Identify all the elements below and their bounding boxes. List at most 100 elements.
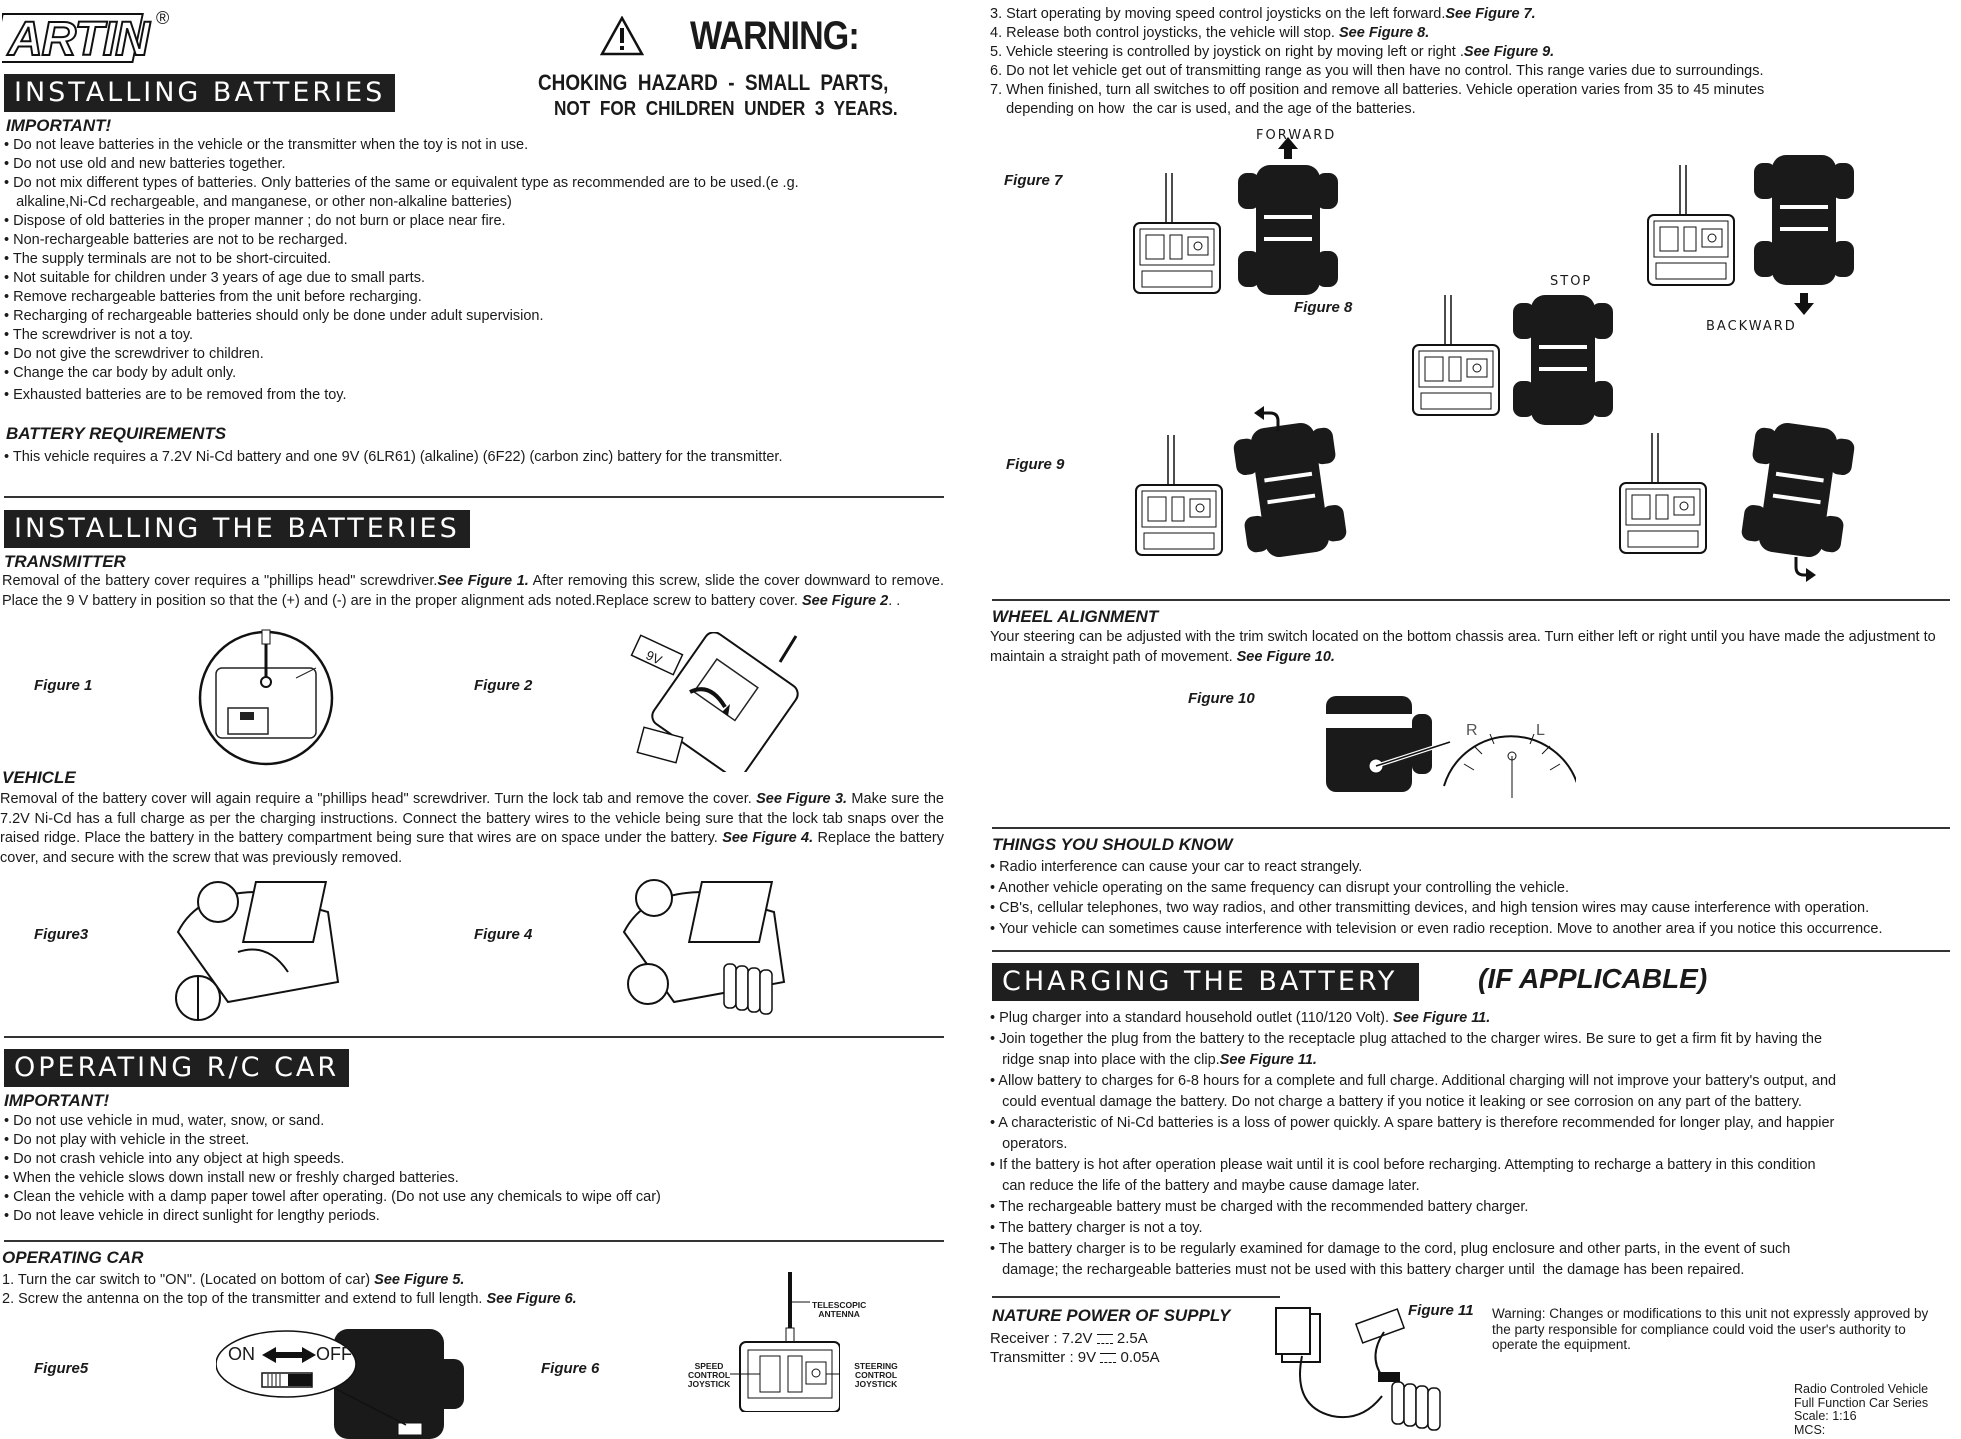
product-series: Full Function Car Series	[1794, 1395, 1929, 1410]
on-label: ON	[228, 1344, 255, 1364]
installing-the-batteries-banner: INSTALLING THE BATTERIES	[4, 510, 470, 548]
divider	[4, 1240, 944, 1242]
battery-requirements-label: BATTERY REQUIREMENTS	[6, 424, 227, 443]
text: Make sure the 7.2V Ni-Cd has a full char…	[0, 791, 944, 846]
figure-reference: See Figure 8.	[1338, 25, 1430, 41]
figure-reference: See Figure 11.	[1393, 1010, 1491, 1026]
if-applicable-label: (IF APPLICABLE)	[1478, 963, 1708, 994]
stop-label: STOP	[1550, 274, 1593, 289]
figure-reference: See Figure 6.	[486, 1291, 577, 1307]
step-2: 2. Screw the antenna on the top of the t…	[2, 1290, 577, 1309]
figure-4-illustration	[622, 879, 786, 1015]
warning-line1: CHOKING HAZARD - SMALL PARTS,	[538, 70, 889, 95]
step-1: 1. Turn the car switch to "ON". (Located…	[2, 1271, 577, 1290]
warning-line2: NOT FOR CHILDREN UNDER 3 YEARS.	[554, 98, 898, 120]
figure-11-label: Figure 11	[1408, 1302, 1474, 1319]
dc-symbol-icon	[1100, 1353, 1117, 1364]
list-item: • Join together the plug from the batter…	[990, 1031, 1823, 1047]
list-item: • The screwdriver is not a toy.	[4, 327, 194, 343]
trim-right-label: R	[1466, 722, 1478, 739]
list-item: • The battery charger is to be regularly…	[990, 1241, 1791, 1257]
list-item: • Radio interference can cause your car …	[990, 859, 1363, 875]
figure-reference: See Figure 7.	[1445, 6, 1536, 22]
text: 2. Screw the antenna on the top of the t…	[2, 1291, 487, 1307]
list-item-continued: can reduce the life of the battery and m…	[990, 1178, 1420, 1194]
list-item: • Do not give the screwdriver to childre…	[4, 346, 264, 362]
figure-1-label: Figure 1	[34, 677, 93, 694]
figure-9-label: Figure 9	[1006, 456, 1065, 473]
list-item: • Do not crash vehicle into any object a…	[4, 1151, 345, 1167]
list-item: • The rechargeable battery must be charg…	[990, 1199, 1529, 1215]
supply-label: NATURE POWER OF SUPPLY	[992, 1306, 1231, 1325]
wheel-alignment-paragraph: Your steering can be adjusted with the t…	[990, 628, 1948, 667]
steering-control-label: STEERING CONTROL JOYSTICK	[846, 1362, 906, 1389]
figure-11-illustration	[1275, 1307, 1441, 1431]
transmitter-spec: Transmitter : 9V 0.05A	[990, 1348, 1160, 1367]
forward-label: FORWARD	[1256, 128, 1337, 143]
step-7-continued: depending on how the car is used, and th…	[990, 101, 1416, 117]
text: Your steering can be adjusted with the t…	[990, 629, 1936, 665]
figure-1-illustration	[198, 629, 334, 766]
vehicle-label: VEHICLE	[2, 768, 76, 787]
artin-logo: ARTIN ®	[2, 8, 182, 67]
list-item: • Your vehicle can sometimes cause inter…	[990, 920, 1883, 937]
figure-8-label: Figure 8	[1294, 299, 1353, 316]
text: ridge snap into place with the clip.	[990, 1052, 1220, 1068]
figure-5-label: Figure5	[34, 1360, 89, 1377]
text: TELESCOPIC	[812, 1300, 867, 1310]
divider	[992, 950, 1950, 952]
list-item: • Do not use vehicle in mud, water, snow…	[4, 1113, 325, 1129]
text: STEERING	[854, 1361, 898, 1371]
warning-block: WARNING: CHOKING HAZARD - SMALL PARTS, N…	[520, 10, 940, 130]
text: JOYSTICK	[687, 1379, 731, 1389]
figure-reference: See Figure 5.	[374, 1272, 465, 1288]
product-name: Radio Controled Vehicle	[1794, 1382, 1929, 1396]
charging-list: • Plug charger into a standard household…	[990, 1008, 1836, 1281]
list-item: • Do not use old and new batteries toget…	[4, 156, 286, 172]
text: After removing this screw, slide the cov…	[2, 573, 944, 609]
list-item: • Not suitable for children under 3 year…	[4, 270, 425, 286]
battery-warnings-list: • Do not leave batteries in the vehicle …	[4, 136, 934, 405]
list-item: • Dispose of old batteries in the proper…	[4, 213, 506, 229]
divider	[992, 1296, 1280, 1298]
list-item: • A characteristic of Ni-Cd batteries is…	[990, 1115, 1835, 1131]
important-label: IMPORTANT!	[6, 116, 112, 135]
figure-reference: See Figure 9.	[1463, 44, 1555, 60]
text: Removal of the battery cover requires a …	[2, 573, 438, 589]
figure-reference: See Figure 1.	[437, 573, 529, 589]
step-6: 6. Do not let vehicle get out of transmi…	[990, 63, 1764, 79]
battery-requirements-text: • This vehicle requires a 7.2V Ni-Cd bat…	[4, 449, 783, 465]
trim-left-label: L	[1536, 722, 1545, 739]
registered-mark: ®	[156, 8, 170, 28]
vehicle-paragraph: Removal of the battery cover will again …	[0, 790, 944, 868]
step-4: 4. Release both control joysticks, the v…	[990, 24, 1764, 43]
list-item: • CB's, cellular telephones, two way rad…	[990, 900, 1870, 916]
list-item: • The battery charger is not a toy.	[990, 1220, 1203, 1236]
text: • Plug charger into a standard household…	[990, 1010, 1394, 1026]
text: Receiver : 7.2V	[990, 1330, 1097, 1347]
text: Removal of the battery cover will again …	[0, 791, 757, 807]
list-item: • Allow battery to charges for 6-8 hours…	[990, 1073, 1837, 1089]
operating-warnings-list: • Do not use vehicle in mud, water, snow…	[4, 1112, 661, 1226]
product-mcs: MCS:	[1794, 1422, 1826, 1437]
list-item: • Plug charger into a standard household…	[990, 1008, 1836, 1029]
text: ANTENNA	[818, 1309, 860, 1319]
text: Replace the battery cover, and secure wi…	[0, 830, 944, 866]
text: 1. Turn the car switch to "ON". (Located…	[2, 1272, 375, 1288]
receiver-spec: Receiver : 7.2V 2.5A	[990, 1329, 1160, 1348]
text: 3. Start operating by moving speed contr…	[990, 6, 1446, 22]
joystick-figures-illustration	[1133, 137, 1857, 582]
list-item: • Change the car body by adult only.	[4, 365, 237, 381]
list-item: • Do not leave vehicle in direct sunligh…	[4, 1208, 380, 1224]
step-7: 7. When finished, turn all switches to o…	[990, 82, 1765, 98]
divider	[992, 827, 1950, 829]
figure-reference: See Figure 2	[801, 592, 889, 609]
text: 0.05A	[1116, 1349, 1160, 1366]
operating-steps-continued: 3. Start operating by moving speed contr…	[990, 5, 1764, 119]
figure-2-label: Figure 2	[474, 677, 533, 694]
figure-3-illustration	[175, 881, 340, 1021]
figure-2-illustration	[630, 632, 799, 772]
list-item: • Another vehicle operating on the same …	[990, 879, 1569, 896]
divider	[992, 599, 1950, 601]
backward-label: BACKWARD	[1706, 319, 1797, 334]
